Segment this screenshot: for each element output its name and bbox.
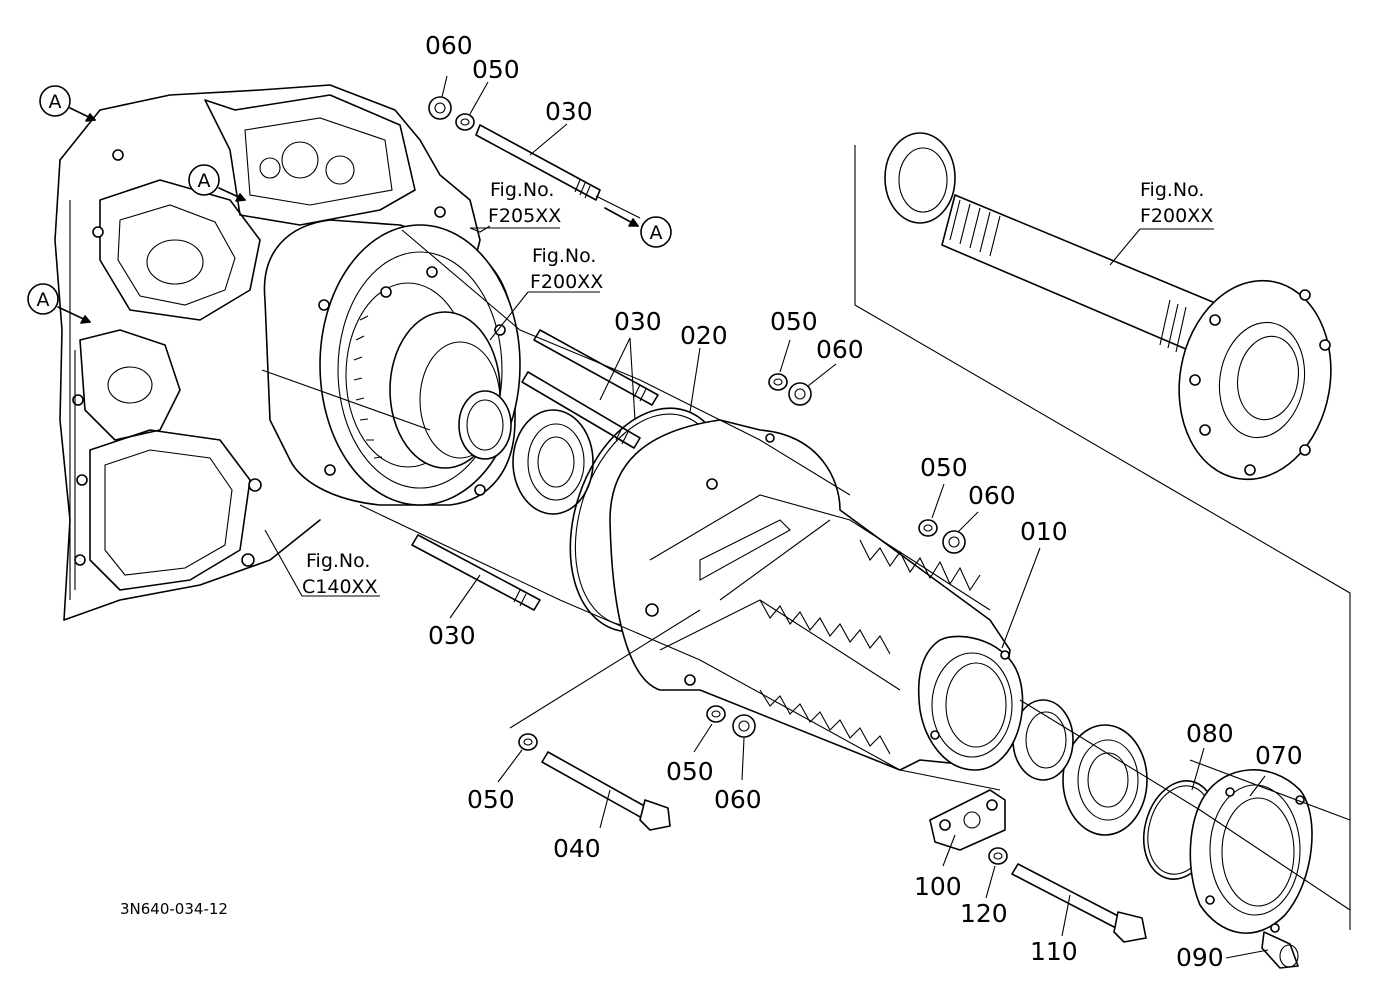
bearing-left (512, 409, 594, 515)
part-label-090: 090 (1176, 943, 1224, 972)
callout-leaders (264, 75, 1269, 959)
bearing-right (1062, 724, 1148, 836)
fig-ref-line1: Fig.No. (1140, 179, 1204, 201)
view-marker-text: A (49, 91, 62, 113)
part-label-110: 110 (1030, 937, 1078, 966)
view-marker-a-2: A (188, 164, 246, 202)
fig-ref-c140xx: Fig.No. C140XX (302, 550, 378, 598)
bolt-110 (1011, 863, 1147, 943)
washer-050-r2 (918, 519, 938, 537)
nut-060-top (428, 96, 452, 120)
part-label-100: 100 (914, 872, 962, 901)
washer-050-r1 (768, 373, 788, 391)
part-label-060: 060 (816, 335, 864, 364)
part-label-050: 050 (472, 55, 520, 84)
view-marker-text: A (198, 170, 211, 192)
part-label-060: 060 (714, 785, 762, 814)
fig-ref-line1: Fig.No. (306, 550, 370, 572)
part-label-030: 030 (614, 307, 662, 336)
washer-120 (988, 847, 1008, 865)
view-marker-a-4: A (604, 207, 672, 248)
view-marker-a-3: A (27, 283, 91, 324)
part-label-050: 050 (467, 785, 515, 814)
assembly-lines (261, 195, 1351, 911)
part-label-050: 050 (770, 307, 818, 336)
plate-100 (929, 789, 1006, 851)
stud-030-top (475, 124, 601, 201)
part-label-120: 120 (960, 899, 1008, 928)
shaft-inset-box (854, 145, 1351, 930)
fig-ref-line2: F200XX (1140, 205, 1213, 227)
view-marker-text: A (650, 222, 663, 244)
oil-seal-inset (884, 132, 956, 224)
part-label-040: 040 (553, 834, 601, 863)
stud-030-low (411, 534, 541, 611)
fig-ref-line1: Fig.No. (490, 179, 554, 201)
part-label-050: 050 (666, 757, 714, 786)
part-label-030: 030 (428, 621, 476, 650)
fig-ref-line2: F205XX (488, 205, 561, 227)
axle-shaft-inset (941, 194, 1332, 481)
part-label-080: 080 (1186, 719, 1234, 748)
stud-030-mid-2 (521, 371, 641, 449)
part-label-010: 010 (1020, 517, 1068, 546)
washer-050-bl (518, 733, 538, 751)
bolt-040 (541, 751, 671, 831)
gear-housing (263, 219, 521, 506)
part-label-020: 020 (680, 321, 728, 350)
washer-050-top (455, 113, 475, 131)
part-label-050: 050 (920, 453, 968, 482)
part-label-060: 060 (425, 31, 473, 60)
part-label-070: 070 (1255, 741, 1303, 770)
nut-060-r1 (788, 382, 812, 406)
fig-ref-f200xx-center: Fig.No. F200XX (530, 245, 603, 293)
drawing-code: 3N640-034-12 (120, 900, 228, 918)
view-marker-text: A (37, 289, 50, 311)
washer-050-bm (706, 705, 726, 723)
lock-nut (1012, 699, 1074, 781)
transmission-case (54, 84, 481, 621)
cover-070 (1189, 769, 1313, 934)
axle-housing-010 (609, 419, 1024, 771)
plug-090 (1261, 931, 1299, 969)
fig-ref-f205xx: Fig.No. F205XX (488, 179, 561, 227)
fig-ref-f200xx-inset: Fig.No. F200XX (1140, 179, 1213, 227)
fig-ref-line2: F200XX (530, 271, 603, 293)
nut-060-bm (732, 714, 756, 738)
fig-ref-line1: Fig.No. (532, 245, 596, 267)
part-label-030: 030 (545, 97, 593, 126)
fig-ref-line2: C140XX (302, 576, 378, 598)
nut-060-r2 (942, 530, 966, 554)
view-marker-a-1: A (39, 85, 96, 122)
part-label-060: 060 (968, 481, 1016, 510)
